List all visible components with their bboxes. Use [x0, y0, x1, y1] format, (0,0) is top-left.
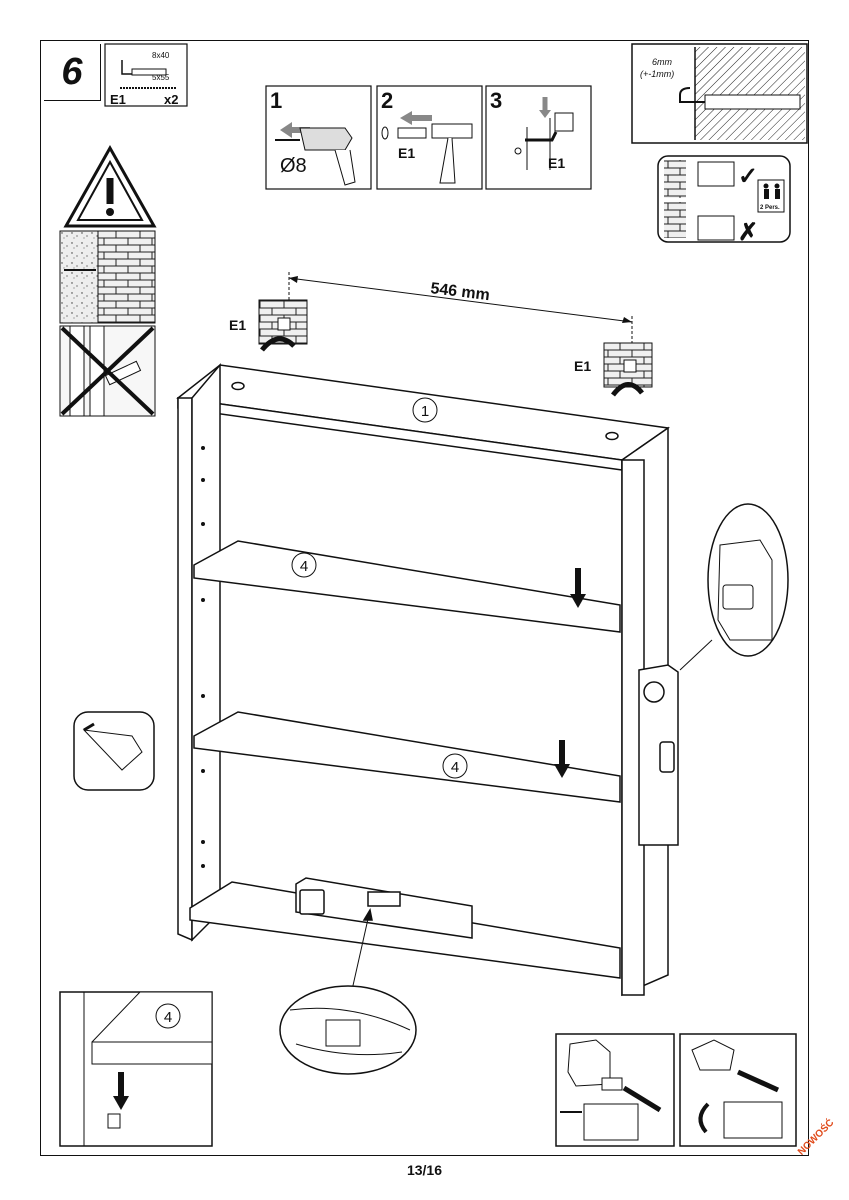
push-down-arrows	[554, 568, 586, 778]
mounting-check-box: ✓ ✗ 2 Pers.	[657, 155, 791, 246]
substep-1-label: Ø8	[280, 155, 307, 177]
bracket-zoom-detail	[679, 503, 789, 671]
substep-2-number: 2	[381, 88, 393, 113]
rotate-arrow-icon	[260, 336, 296, 352]
shelf-4-lower	[193, 711, 621, 803]
left-hook-detail: E1	[229, 299, 308, 352]
gap-label-a: 6mm	[652, 57, 673, 67]
drill-icon	[299, 127, 353, 151]
hollow-wall-panel	[59, 325, 156, 417]
part-label-shelf-a: 4	[300, 558, 308, 575]
fixing-code: E1	[110, 92, 126, 107]
person-icon	[763, 183, 769, 189]
wall-anchor-icon	[704, 94, 801, 110]
shelf-4-upper	[193, 540, 621, 633]
shelf-pin-detail: 4	[59, 991, 213, 1147]
fixing-spec-a: 8x40	[152, 51, 170, 60]
solid-wall-panel	[59, 230, 156, 324]
warning-icon	[63, 144, 157, 228]
dimension-line: 546 mm	[288, 272, 633, 372]
fixings-box: 8x40 5x55 E1 x2	[104, 43, 188, 107]
fixing-spec-b: 5x55	[152, 73, 170, 82]
bracket-adjust-detail-a	[555, 1033, 675, 1147]
substep-1-number: 1	[270, 88, 282, 113]
dimension-label: 546 mm	[430, 280, 491, 304]
substep-drill: 1 Ø8	[265, 85, 372, 190]
side-bracket	[638, 664, 679, 846]
shelf-holes	[201, 446, 205, 868]
hammer-icon	[431, 123, 473, 139]
substep-3-number: 3	[490, 88, 502, 113]
wall-gap-detail: 6mm (+-1mm)	[631, 43, 808, 144]
prohibited-icon	[60, 326, 155, 416]
bracket-adjust-detail-b	[679, 1033, 797, 1147]
substep-dowel: 2 E1	[376, 85, 483, 190]
dowel-icon	[397, 127, 427, 139]
substep-hook: 3 E1	[485, 85, 592, 190]
part-label-top: 1	[421, 403, 429, 420]
screwdriver-icon	[622, 1085, 662, 1113]
left-hook-label: E1	[229, 317, 246, 333]
substep-3-label: E1	[548, 155, 565, 171]
persons-label: 2 Pers.	[760, 205, 780, 211]
hook-icon	[525, 131, 558, 142]
step-number: 6	[44, 44, 101, 101]
right-hook-detail: E1	[574, 342, 653, 397]
right-hook-label: E1	[574, 358, 591, 374]
left-side-panel	[177, 397, 193, 942]
shelf-pin-icon	[107, 1113, 121, 1129]
part-labels: 1 4 4	[291, 397, 468, 779]
part-label-shelf-b: 4	[451, 759, 459, 776]
detail-shelf-label: 4	[164, 1009, 172, 1026]
substep-2-label: E1	[398, 145, 415, 161]
rail-zoom-detail	[279, 985, 417, 1075]
gap-label-b: (+-1mm)	[640, 69, 674, 79]
hanging-rail	[295, 877, 473, 991]
cross-icon: ✗	[738, 219, 758, 246]
rotate-arrow-icon	[698, 1102, 710, 1134]
hook-screw-icon	[121, 60, 132, 75]
check-icon: ✓	[738, 163, 758, 190]
screwdriver-icon	[736, 1069, 780, 1093]
fixing-qty: x2	[164, 92, 178, 107]
page-frame	[40, 40, 809, 1156]
level-icon	[73, 711, 155, 791]
rotate-arrow-icon	[611, 382, 644, 397]
page-number: 13/16	[406, 1162, 443, 1178]
